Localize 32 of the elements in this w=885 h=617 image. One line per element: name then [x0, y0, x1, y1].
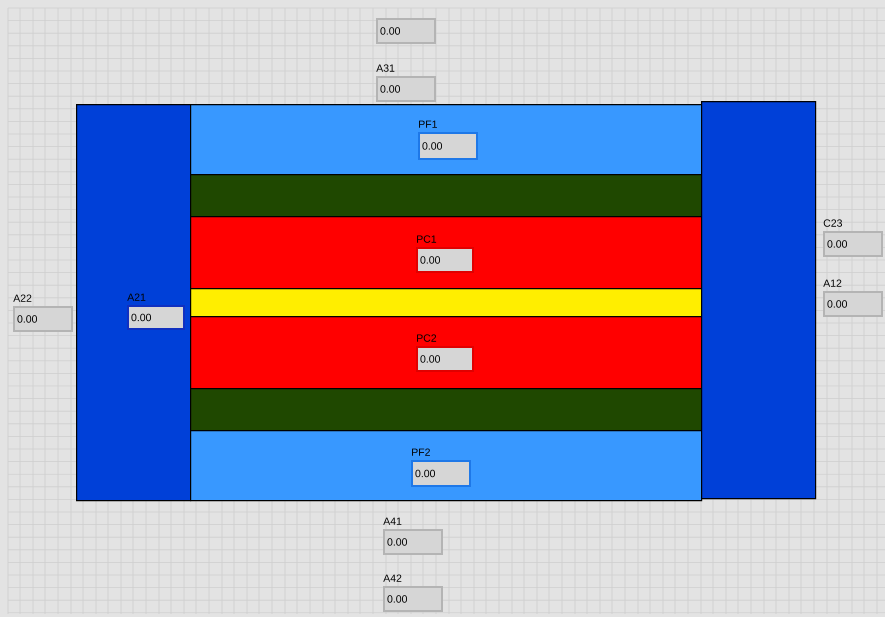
indicator-label: A41 [383, 518, 402, 525]
numeric-indicator: 0.00 [411, 460, 471, 487]
numeric-indicator: 0.00 [376, 18, 436, 44]
indicator-label: A31 [376, 64, 394, 72]
numeric-indicator: 0.00 [416, 346, 474, 372]
layer-band [190, 388, 702, 432]
numeric-indicator: 0.00 [823, 291, 883, 317]
layer-band [190, 174, 702, 218]
numeric-indicator: 0.00 [13, 306, 73, 332]
layer-band [190, 288, 702, 318]
layer-band [190, 216, 702, 290]
numeric-indicator: 0.00 [376, 76, 436, 102]
indicator-label: PF1 [419, 120, 437, 128]
numeric-indicator: 0.00 [383, 529, 443, 555]
numeric-indicator: 0.00 [418, 132, 478, 160]
indicator-label: PC2 [417, 334, 436, 342]
indicator-label: C23 [824, 219, 842, 227]
layer-band [190, 316, 702, 390]
side-bar [701, 101, 816, 500]
indicator-label: PF2 [412, 448, 430, 456]
numeric-indicator: 0.00 [416, 247, 474, 273]
indicator-label: A21 [127, 293, 146, 301]
layer-band [190, 104, 702, 176]
indicator-label: A22 [13, 294, 32, 302]
indicator-label: PC1 [417, 235, 436, 243]
layer-band [190, 430, 702, 502]
numeric-indicator: 0.00 [383, 586, 443, 612]
numeric-indicator: 0.00 [823, 231, 883, 257]
numeric-indicator: 0.00 [127, 305, 185, 330]
indicator-label: A42 [383, 574, 402, 582]
indicator-label: A12 [823, 279, 842, 287]
side-bar [76, 104, 192, 502]
